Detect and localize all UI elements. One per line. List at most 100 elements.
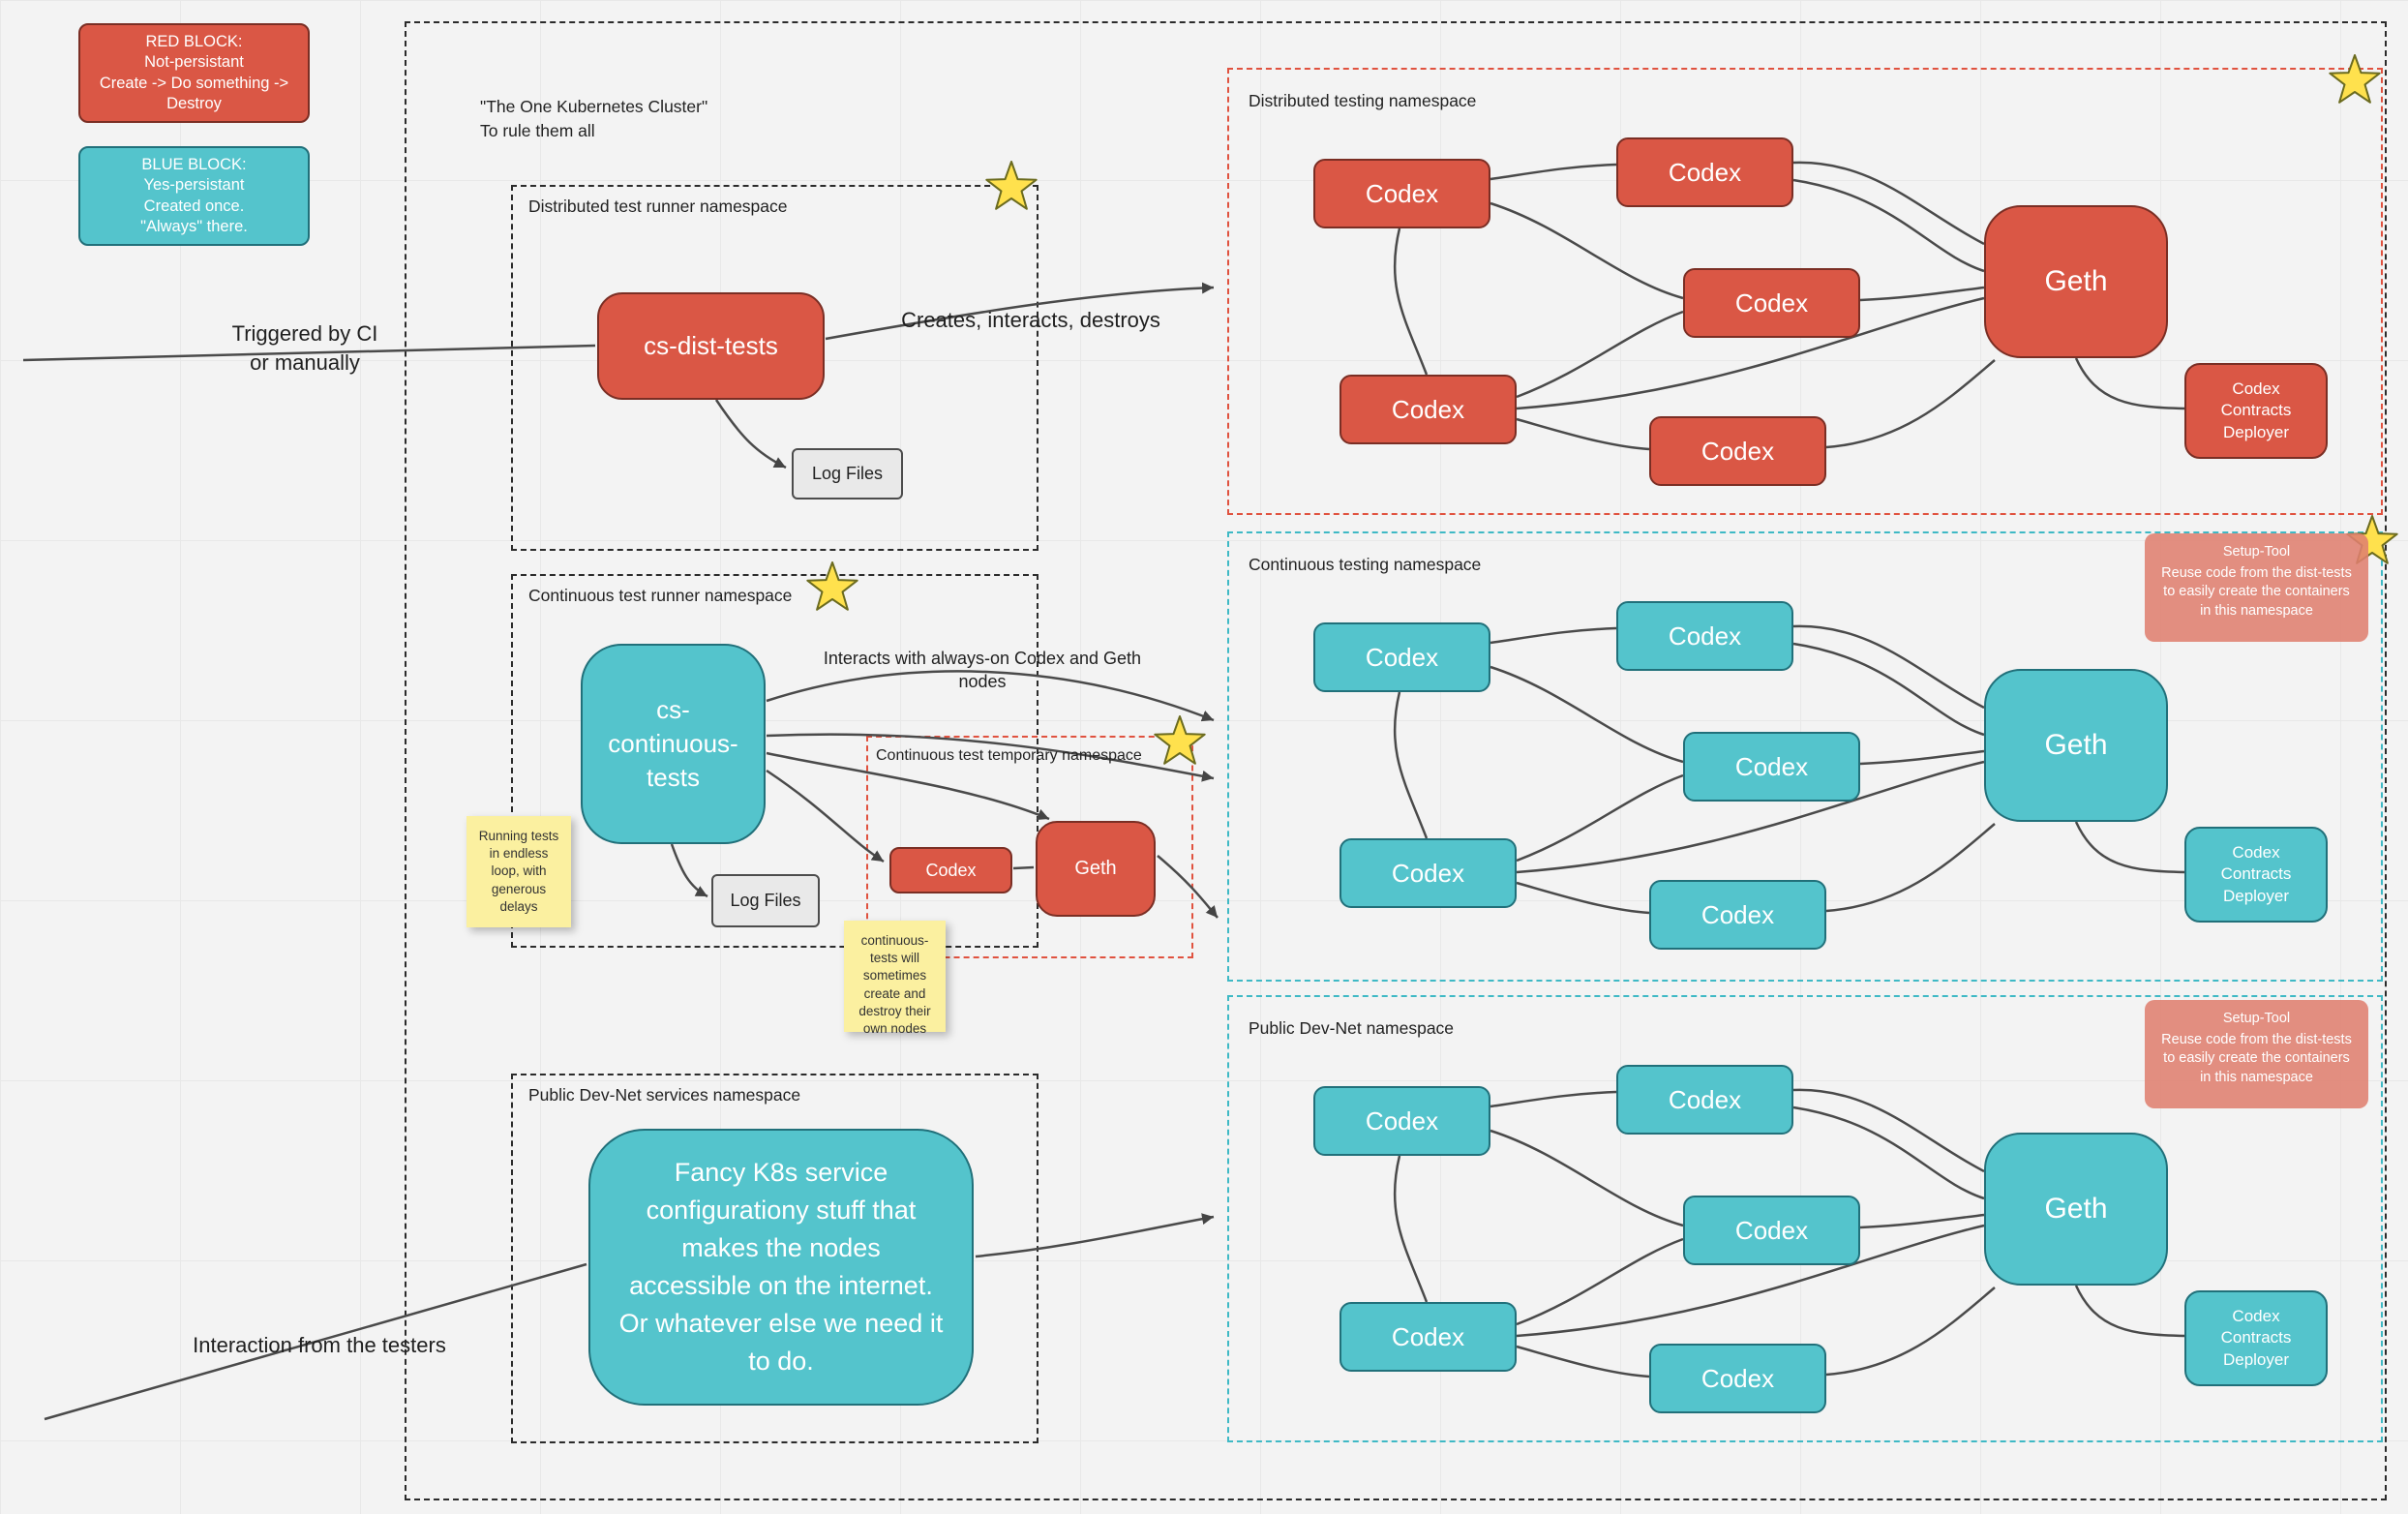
codex-label: Codex	[1701, 436, 1775, 466]
dist-log-files-node[interactable]: Log Files	[792, 448, 903, 500]
triggered-line2: or manually	[250, 349, 360, 375]
cs-dist-tests-label: cs-dist-tests	[644, 331, 778, 360]
temp-codex-node[interactable]: Codex	[889, 847, 1012, 893]
cs-continuous-line3: tests	[647, 763, 700, 793]
codex-label: Codex	[1365, 178, 1439, 208]
codex-label: Codex	[1734, 288, 1809, 318]
distributed-testing-label: Distributed testing namespace	[1249, 91, 1477, 110]
triggered-line1: Triggered by CI	[231, 321, 378, 346]
cs-continuous-tests-node[interactable]: cs- continuous- tests	[581, 644, 766, 844]
setup-tool-body: Reuse code from the dist-tests to easily…	[2161, 1031, 2352, 1085]
dist-log-files-label: Log Files	[811, 464, 884, 483]
cont-codex-1[interactable]: Codex	[1313, 622, 1490, 692]
devnet-codex-2[interactable]: Codex	[1616, 1065, 1793, 1135]
legend-red-line2: Create -> Do something ->	[99, 74, 289, 92]
legend-red-block[interactable]: RED BLOCK: Not-persistant Create -> Do s…	[78, 23, 310, 123]
cont-codex-2[interactable]: Codex	[1616, 601, 1793, 671]
interacts-line1: Interacts with always-on Codex and Geth	[823, 649, 1142, 668]
continuous-test-runner-label: Continuous test runner namespace	[528, 586, 793, 605]
deployer-label: Codex Contracts Deployer	[2220, 379, 2292, 441]
distributed-test-runner-label: Distributed test runner namespace	[528, 197, 788, 216]
creates-interacts-text[interactable]: Creates, interacts, destroys	[901, 308, 1160, 332]
cont-contracts-deployer[interactable]: Codex Contracts Deployer	[2184, 827, 2328, 923]
codex-label: Codex	[1668, 157, 1742, 187]
distributed-testing-namespace[interactable]	[1227, 68, 2383, 515]
dist-geth[interactable]: Geth	[1984, 205, 2168, 358]
cont-codex-4[interactable]: Codex	[1339, 838, 1517, 908]
public-devnet-namespace[interactable]	[1227, 995, 2383, 1442]
codex-label: Codex	[1701, 1363, 1775, 1393]
temporary-nodes-note[interactable]: continuous-tests will sometimes create a…	[844, 921, 946, 1036]
deployer-label: Codex Contracts Deployer	[2220, 1307, 2292, 1369]
setup-tool-title: Setup-Tool	[2222, 1011, 2291, 1026]
legend-blue-title: BLUE BLOCK:	[141, 155, 247, 173]
codex-label: Codex	[1701, 899, 1775, 929]
codex-label: Codex	[1668, 621, 1742, 651]
devnet-geth[interactable]: Geth	[1984, 1133, 2168, 1286]
dist-codex-4[interactable]: Codex	[1339, 375, 1517, 444]
setup-tool-devnet[interactable]: Setup-Tool Reuse code from the dist-test…	[2145, 1000, 2368, 1108]
temporary-nodes-note-text: continuous-tests will sometimes create a…	[858, 933, 931, 1037]
legend-red-title: RED BLOCK:	[145, 32, 243, 50]
deployer-label: Codex Contracts Deployer	[2220, 843, 2292, 905]
setup-tool-body: Reuse code from the dist-tests to easily…	[2161, 564, 2352, 619]
public-devnet-label: Public Dev-Net namespace	[1249, 1018, 1455, 1038]
distributed-test-runner-namespace[interactable]	[511, 185, 1038, 551]
codex-label: Codex	[1734, 751, 1809, 781]
devnet-codex-5[interactable]: Codex	[1649, 1344, 1826, 1413]
dist-codex-5[interactable]: Codex	[1649, 416, 1826, 486]
continuous-test-temporary-label: Continuous test temporary namespace	[876, 747, 1142, 764]
setup-tool-cont[interactable]: Setup-Tool Reuse code from the dist-test…	[2145, 533, 2368, 642]
continuous-testing-label: Continuous testing namespace	[1249, 555, 1482, 574]
cont-log-files-node[interactable]: Log Files	[711, 874, 820, 927]
legend-red-line1: Not-persistant	[144, 53, 244, 72]
triggered-by-ci-text[interactable]: Triggered by CI or manually	[165, 319, 445, 377]
geth-label: Geth	[2044, 729, 2108, 761]
cont-codex-3[interactable]: Codex	[1683, 732, 1860, 802]
cluster-title[interactable]: "The One Kubernetes Cluster" To rule the…	[480, 95, 707, 142]
temp-geth-node[interactable]: Geth	[1036, 821, 1156, 917]
k8s-services-text: Fancy K8s service configurationy stuff t…	[618, 1157, 944, 1377]
codex-label: Codex	[1668, 1084, 1742, 1114]
cluster-title-line1: "The One Kubernetes Cluster"	[480, 97, 708, 116]
codex-label: Codex	[1365, 642, 1439, 672]
cont-log-files-label: Log Files	[730, 891, 801, 910]
geth-label: Geth	[2044, 1193, 2108, 1225]
cs-dist-tests-node[interactable]: cs-dist-tests	[597, 292, 825, 400]
k8s-services-node[interactable]: Fancy K8s service configurationy stuff t…	[588, 1129, 974, 1406]
public-devnet-services-namespace[interactable]	[511, 1074, 1038, 1443]
interacts-text[interactable]: Interacts with always-on Codex and Geth …	[823, 647, 1142, 694]
cont-geth[interactable]: Geth	[1984, 669, 2168, 822]
cs-continuous-line1: cs-	[656, 694, 690, 724]
dist-contracts-deployer[interactable]: Codex Contracts Deployer	[2184, 363, 2328, 459]
dist-codex-2[interactable]: Codex	[1616, 137, 1793, 207]
cont-codex-5[interactable]: Codex	[1649, 880, 1826, 950]
devnet-codex-4[interactable]: Codex	[1339, 1302, 1517, 1372]
dist-codex-3[interactable]: Codex	[1683, 268, 1860, 338]
public-devnet-services-label: Public Dev-Net services namespace	[528, 1085, 801, 1105]
legend-blue-line3: "Always" there.	[140, 217, 248, 235]
codex-label: Codex	[1391, 858, 1465, 888]
interacts-line2: nodes	[958, 672, 1007, 692]
legend-blue-block[interactable]: BLUE BLOCK: Yes-persistant Created once.…	[78, 146, 310, 246]
temp-codex-label: Codex	[925, 860, 977, 880]
devnet-codex-3[interactable]: Codex	[1683, 1196, 1860, 1265]
kubernetes-cluster-boundary[interactable]	[405, 21, 2387, 1500]
setup-tool-title: Setup-Tool	[2222, 544, 2291, 560]
legend-blue-line2: Created once.	[143, 197, 245, 215]
interaction-testers-text[interactable]: Interaction from the testers	[193, 1333, 446, 1357]
devnet-codex-1[interactable]: Codex	[1313, 1086, 1490, 1156]
legend-red-line3: Destroy	[166, 94, 222, 112]
dist-codex-1[interactable]: Codex	[1313, 159, 1490, 228]
devnet-contracts-deployer[interactable]: Codex Contracts Deployer	[2184, 1290, 2328, 1386]
running-tests-note[interactable]: Running tests in endless loop, with gene…	[467, 816, 571, 927]
cs-continuous-line2: continuous-	[608, 728, 738, 758]
temp-geth-label: Geth	[1074, 858, 1117, 879]
legend-blue-line1: Yes-persistant	[143, 176, 245, 195]
continuous-testing-namespace[interactable]	[1227, 531, 2383, 982]
cluster-title-line2: To rule them all	[480, 120, 595, 140]
codex-label: Codex	[1391, 394, 1465, 424]
codex-label: Codex	[1734, 1215, 1809, 1245]
geth-label: Geth	[2044, 265, 2108, 297]
